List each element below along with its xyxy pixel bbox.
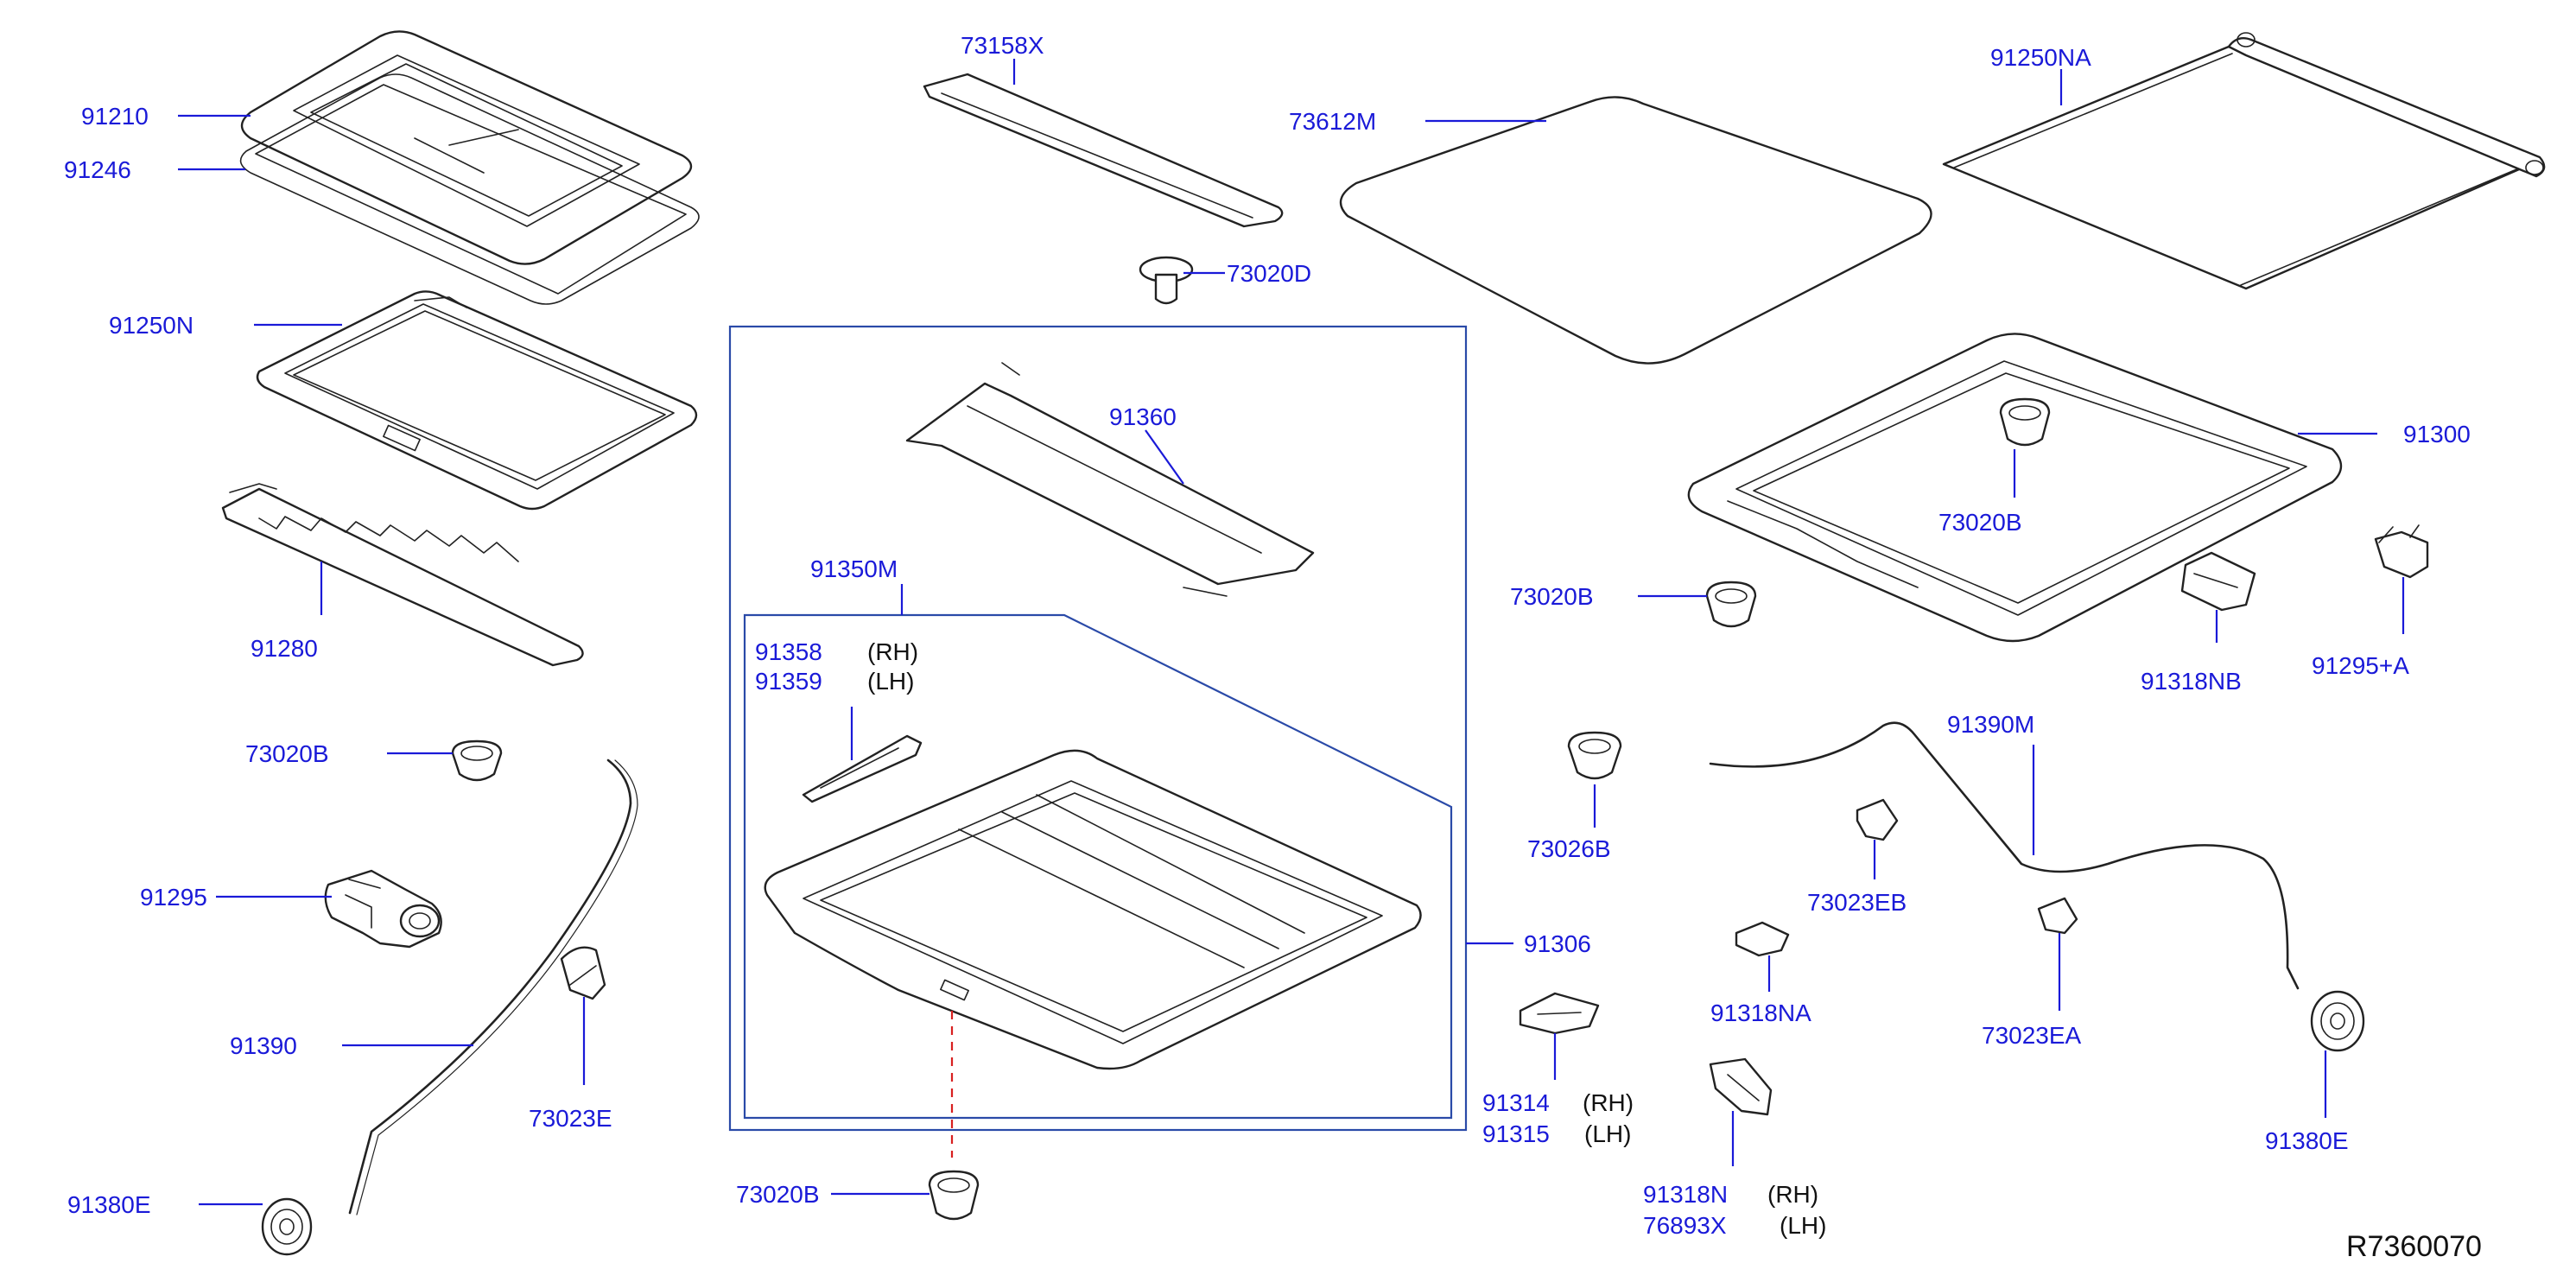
bracket-91318n-drawing [1709, 1057, 1773, 1116]
label-91390: 91390 [230, 1032, 297, 1059]
label-91359: 91359 [755, 668, 822, 695]
label-91314-side: (RH) [1583, 1089, 1634, 1116]
clip-73020b-left-drawing [451, 739, 503, 782]
label-76893x: 76893X [1643, 1212, 1727, 1239]
grommet-91380e-left-drawing [261, 1197, 313, 1256]
glass-lid-drawing [240, 30, 693, 265]
clip-73023eb-drawing [1856, 798, 1899, 841]
slide-frame-91350m-drawing [764, 749, 1422, 1070]
label-91295a: 91295+A [2312, 652, 2409, 679]
sunshade-frame-drawing [256, 290, 698, 511]
label-91359-side: (LH) [867, 668, 914, 695]
grommet-73026b-drawing [1567, 731, 1622, 780]
guide-91358-drawing [802, 734, 923, 803]
label-91390m: 91390M [1947, 711, 2034, 738]
label-91315-side: (LH) [1584, 1120, 1631, 1147]
deflector-drawing [221, 483, 584, 667]
label-73020b-bottom: 73020B [736, 1181, 820, 1208]
label-91350m: 91350M [810, 555, 898, 582]
grommet-73020b-frame-drawing [1999, 397, 2051, 447]
label-91250n: 91250N [109, 312, 194, 339]
label-91210: 91210 [81, 103, 149, 130]
drain-hose-left-drawing [348, 758, 638, 1215]
label-73020b-left: 73020B [245, 740, 329, 767]
clip-73023e-drawing [560, 946, 606, 1000]
bracket-91314-drawing [1519, 992, 1600, 1035]
label-73026b: 73026B [1527, 835, 1611, 862]
label-76893x-side: (LH) [1780, 1212, 1826, 1239]
label-91380e-left: 91380E [67, 1191, 151, 1218]
label-73023eb: 73023EB [1807, 889, 1907, 916]
label-91358-side: (RH) [867, 638, 918, 665]
label-91358: 91358 [755, 638, 822, 665]
label-73612m: 73612M [1289, 108, 1376, 135]
label-91318nb: 91318NB [2141, 668, 2242, 695]
grommet-91380e-right-drawing [2310, 990, 2365, 1052]
leader-91360 [1145, 429, 1184, 485]
label-91300: 91300 [2403, 421, 2471, 447]
assembly-box-91306 [728, 325, 1468, 1132]
label-73023e: 73023E [529, 1105, 612, 1132]
clip-73023ea-drawing [2037, 897, 2078, 935]
label-73020b-center: 73020B [1510, 583, 1594, 610]
sunshade-roller-drawing [1942, 32, 2546, 290]
label-73158x: 73158X [961, 32, 1044, 59]
label-91246: 91246 [64, 156, 131, 183]
grommet-73020b-center-drawing [1705, 581, 1757, 628]
label-91318na: 91318NA [1710, 1000, 1811, 1026]
bracket-91318na-drawing [1735, 921, 1790, 957]
grommet-73020b-bottom-drawing [928, 1170, 980, 1221]
label-91315: 91315 [1482, 1120, 1550, 1147]
panel-73612m-drawing [1339, 96, 1932, 365]
label-73020b-frame: 73020B [1938, 509, 2022, 536]
label-91318n-side: (RH) [1767, 1181, 1818, 1208]
front-rail-91360-drawing [905, 362, 1315, 597]
drain-hose-right-drawing [1709, 721, 2300, 990]
sunroof-motor-drawing [324, 869, 442, 949]
label-73020d: 73020D [1227, 260, 1311, 287]
label-91250na: 91250NA [1990, 44, 2091, 71]
label-91295: 91295 [140, 884, 207, 911]
label-73023ea: 73023EA [1982, 1022, 2082, 1049]
label-91360: 91360 [1109, 403, 1177, 430]
label-91314: 91314 [1482, 1089, 1550, 1116]
actuator-91295a-drawing [2374, 524, 2429, 579]
label-91318n: 91318N [1643, 1181, 1728, 1208]
bracket-91318nb-drawing [2180, 551, 2256, 612]
reference-code: R7360070 [2346, 1230, 2482, 1263]
sub-assembly-box-91350m [743, 613, 1453, 1120]
plug-73020d-drawing [1139, 256, 1194, 305]
label-91306: 91306 [1524, 930, 1591, 957]
label-91280: 91280 [251, 635, 318, 662]
strip-73158x-drawing [923, 73, 1284, 228]
label-91380e-right: 91380E [2265, 1127, 2349, 1154]
